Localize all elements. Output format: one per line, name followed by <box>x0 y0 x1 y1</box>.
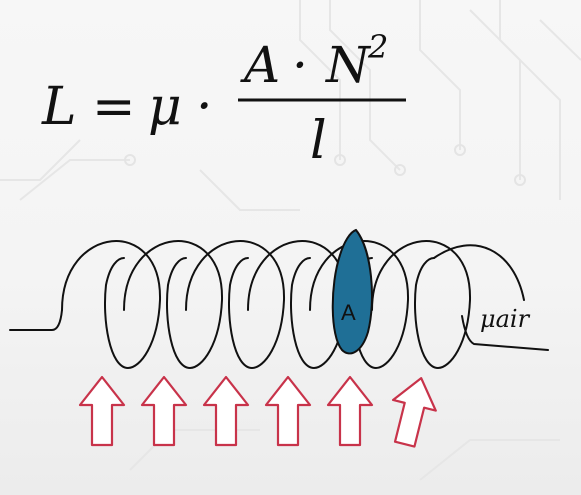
flux-arrows <box>78 375 437 448</box>
lead-wire-right <box>461 315 549 351</box>
formula-dot-1: · <box>196 77 213 137</box>
formula-dot-2: · <box>292 36 308 94</box>
flux-arrow-shape <box>202 375 250 447</box>
flux-arrow-shape <box>391 377 437 448</box>
formula-equals: = <box>92 77 136 137</box>
flux-arrow <box>391 377 437 448</box>
formula-mu: μ <box>148 77 182 137</box>
lead-wire-left <box>9 309 63 331</box>
coil-turn <box>247 240 348 369</box>
cross-section-area: A <box>331 228 373 355</box>
coil-turn-end <box>433 244 525 301</box>
coil-turn <box>123 240 224 369</box>
flux-arrow <box>264 375 312 447</box>
coil-turn <box>371 240 472 369</box>
coil-turn <box>61 240 162 369</box>
medium-label-text: μair <box>480 305 531 333</box>
medium-label: μair <box>480 305 531 333</box>
formula-turns: N <box>325 36 372 94</box>
formula-length: l <box>310 111 327 171</box>
inductance-formula: L = μ · A · N 2 l <box>41 28 406 171</box>
flux-arrow <box>78 375 126 447</box>
area-label: A <box>341 300 356 325</box>
flux-arrow <box>202 375 250 447</box>
formula-lhs: L <box>41 77 77 137</box>
coil <box>61 240 525 369</box>
formula-turns-exponent: 2 <box>367 28 388 66</box>
flux-arrow-shape <box>264 375 312 447</box>
flux-arrow <box>140 375 188 447</box>
flux-arrow <box>326 375 374 447</box>
coil-turn <box>185 240 286 369</box>
flux-arrow-shape <box>140 375 188 447</box>
flux-arrow-shape <box>78 375 126 447</box>
area-ellipse <box>331 228 373 355</box>
formula-area: A <box>240 36 280 94</box>
flux-arrow-shape <box>326 375 374 447</box>
